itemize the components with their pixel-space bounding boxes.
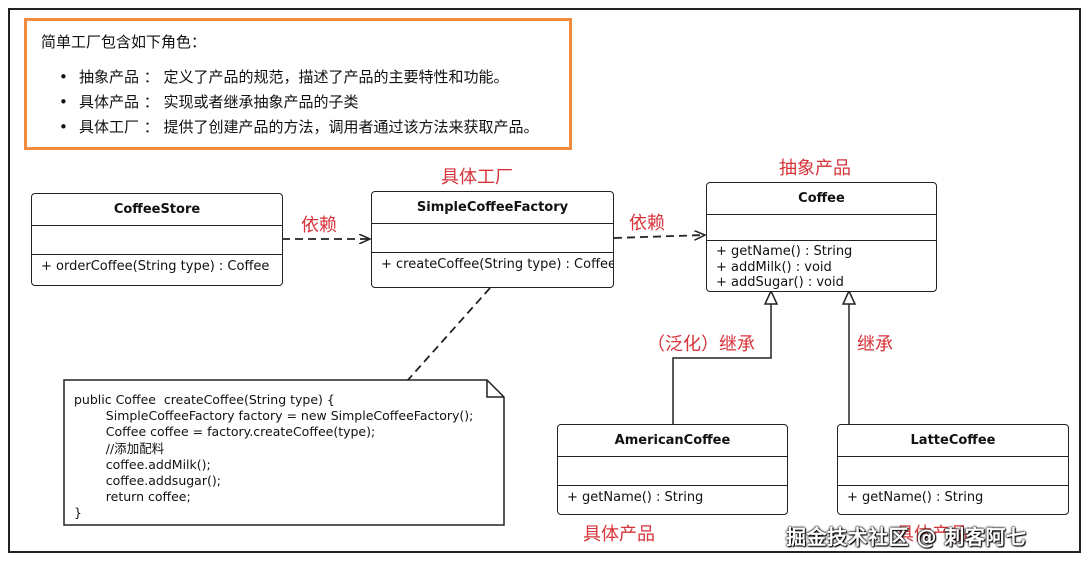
code-note-text: public Coffee createCoffee(String type) … (74, 392, 474, 521)
label-dependency-1: 依赖 (301, 215, 337, 236)
operation: + getName() : String (847, 490, 984, 505)
class-american-coffee: AmericanCoffee + getName() : String (557, 424, 788, 515)
role-item-abstract-product: 抽象产品 ： 定义了产品的规范，描述了产品的主要特性和功能。 (59, 65, 539, 90)
class-simple-coffee-factory: SimpleCoffeeFactory + createCoffee(Strin… (371, 191, 614, 288)
label-concrete-product-latte: 具体产品 (896, 524, 968, 545)
code-note-shape (63, 379, 505, 526)
label-dependency-2: 依赖 (629, 213, 665, 234)
operation: + getName() : String (716, 244, 853, 259)
class-name: LatteCoffee (838, 425, 1068, 457)
diagram-frame (8, 8, 1081, 553)
label-concrete-product: 具体产品 (583, 524, 655, 545)
class-name: CoffeeStore (32, 194, 282, 226)
inheritance-arrowhead-american (763, 289, 779, 305)
class-operations: + getName() : String + addMilk() : void … (707, 241, 936, 291)
inheritance-arrowhead-latte (841, 289, 857, 305)
label-generalization: （泛化）继承 (647, 334, 755, 355)
operation: + orderCoffee(String type) : Coffee (41, 259, 270, 274)
dependency-factory-to-coffee (613, 235, 705, 238)
inheritance-american-to-coffee (672, 303, 772, 424)
class-coffee: Coffee + getName() : String + addMilk() … (706, 182, 937, 292)
label-concrete-factory: 具体工厂 (441, 167, 513, 188)
class-attributes (32, 226, 282, 255)
label-inheritance: 继承 (857, 334, 893, 355)
class-operations: + getName() : String (838, 486, 1068, 506)
roles-list: 抽象产品 ： 定义了产品的规范，描述了产品的主要特性和功能。 具体产品 ： 实现… (59, 65, 539, 140)
operation: + createCoffee(String type) : Coffee (381, 257, 614, 272)
class-attributes (707, 215, 936, 241)
class-attributes (372, 224, 613, 253)
watermark: 掘金技术社区 @ 刺客阿七 (786, 525, 1027, 549)
class-latte-coffee: LatteCoffee + getName() : String (837, 424, 1069, 515)
operation: + addSugar() : void (716, 275, 844, 290)
class-name: SimpleCoffeeFactory (372, 192, 613, 224)
roles-note-box: 简单工厂包含如下角色： 抽象产品 ： 定义了产品的规范，描述了产品的主要特性和功… (24, 18, 572, 150)
class-operations: + orderCoffee(String type) : Coffee (32, 255, 282, 275)
class-name: AmericanCoffee (558, 425, 787, 457)
role-item-concrete-factory: 具体工厂 ： 提供了创建产品的方法，调用者通过该方法来获取产品。 (59, 115, 539, 140)
class-name: Coffee (707, 183, 936, 215)
class-attributes (558, 457, 787, 486)
role-item-concrete-product: 具体产品 ： 实现或者继承抽象产品的子类 (59, 90, 539, 115)
class-attributes (838, 457, 1068, 486)
operation: + addMilk() : void (716, 259, 832, 275)
operation: + getName() : String (567, 490, 704, 505)
class-operations: + getName() : String (558, 486, 787, 506)
class-operations: + createCoffee(String type) : Coffee (372, 253, 613, 273)
class-coffee-store: CoffeeStore + orderCoffee(String type) :… (31, 193, 283, 286)
roles-note-title: 简单工厂包含如下角色： (41, 33, 207, 51)
label-abstract-product: 抽象产品 (779, 158, 851, 179)
note-anchor-line (406, 287, 491, 382)
